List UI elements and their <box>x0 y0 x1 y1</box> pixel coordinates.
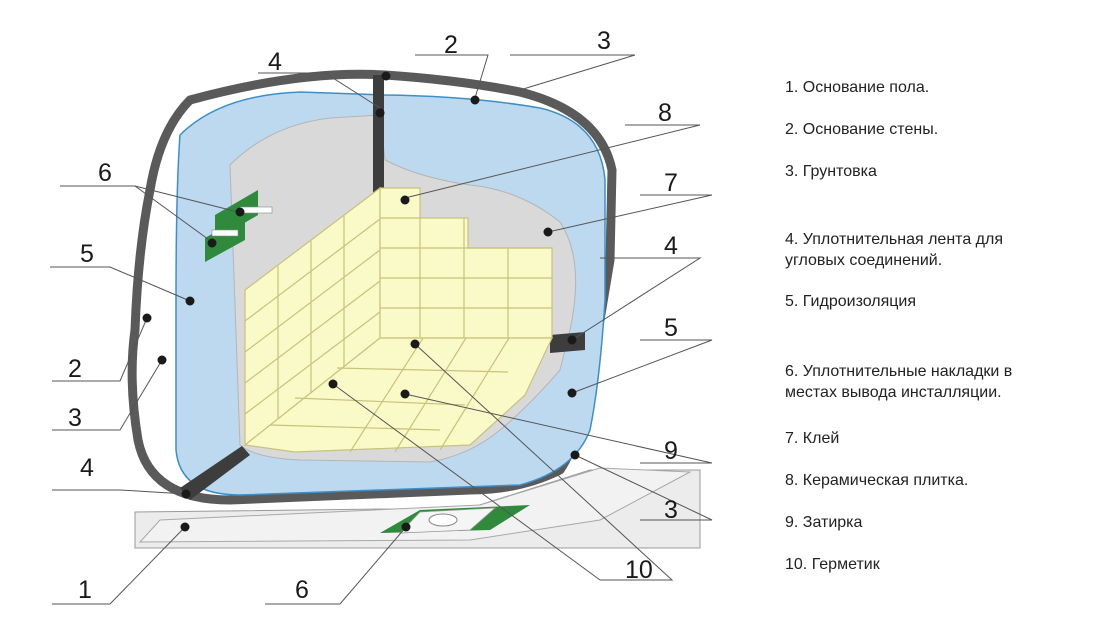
legend-item-6-line-2: местах вывода инсталляции. <box>785 384 1002 401</box>
corner-tape-floor-left <box>180 446 250 500</box>
legend-item-8: 8. Керамическая плитка. <box>785 472 969 489</box>
callout-7: 7 <box>664 169 678 197</box>
floor-base-top <box>138 467 692 543</box>
legend-item-7: 7. Клей <box>785 430 840 447</box>
floor-sealing-pad <box>380 505 530 534</box>
callout-9: 9 <box>664 437 678 465</box>
callout-2-top: 2 <box>444 31 458 59</box>
legend-item-4-line-1: 4. Уплотнительная лента для <box>785 231 1003 248</box>
callout-4-top: 4 <box>268 48 282 76</box>
tile-floor <box>243 337 553 453</box>
callout-3-top: 3 <box>597 27 611 55</box>
callout-2-left: 2 <box>68 355 82 383</box>
callout-5-left: 5 <box>80 240 94 268</box>
wall-sealing-pad <box>205 190 273 262</box>
callout-6-left: 6 <box>98 159 112 187</box>
callout-3-right: 3 <box>664 496 678 524</box>
legend-item-6-line-1: 6. Уплотнительные накладки в <box>785 363 1013 380</box>
legend-item-5: 5. Гидроизоляция <box>785 293 917 310</box>
callout-5-right: 5 <box>664 314 678 342</box>
legend-item-6: 6. Уплотнительные накладки в местах выво… <box>785 361 1085 403</box>
callout-8: 8 <box>658 99 672 127</box>
marker-dots <box>142 71 580 532</box>
legend-item-4: 4. Уплотнительная лента для угловых соед… <box>785 229 1085 271</box>
legend-item-2: 2. Основание стены. <box>785 121 939 138</box>
callout-10: 10 <box>625 556 653 584</box>
legend-item-10: 10. Герметик <box>785 556 880 573</box>
callout-3-left: 3 <box>68 404 82 432</box>
legend-item-9: 9. Затирка <box>785 514 863 531</box>
legend-item-3: 3. Грунтовка <box>785 163 877 180</box>
leader-lines <box>50 54 713 605</box>
callout-4-right: 4 <box>664 232 678 260</box>
legend-item-4-line-2: угловых соединений. <box>785 252 943 269</box>
callout-6-bottom: 6 <box>295 576 309 604</box>
callout-4-left: 4 <box>80 454 94 482</box>
legend-item-1: 1. Основание пола. <box>785 79 930 96</box>
callout-1: 1 <box>78 576 92 604</box>
